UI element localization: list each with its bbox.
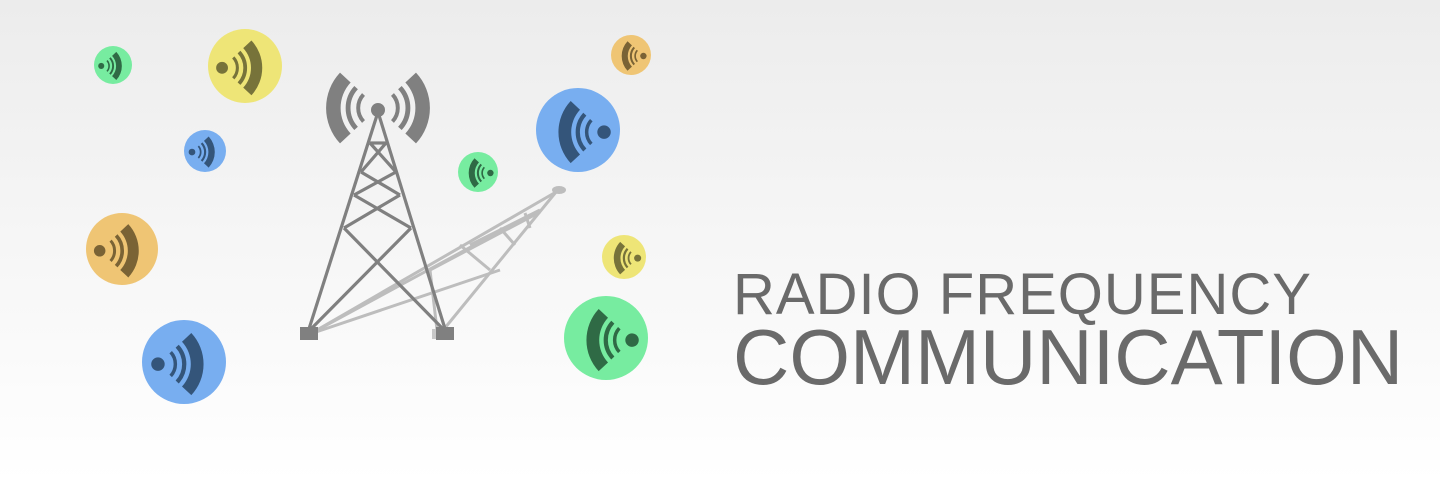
tower-wave-icon	[390, 72, 430, 144]
wifi-signal-icon	[458, 152, 498, 192]
tower-wave-icon	[326, 72, 366, 144]
wifi-signal-icon	[611, 35, 651, 75]
signal-bubbles	[86, 29, 651, 404]
wifi-signal-icon	[602, 235, 646, 279]
radio-tower-icon	[300, 103, 454, 340]
wifi-signal-icon	[86, 213, 158, 285]
wifi-signal-icon	[208, 29, 282, 103]
tower-signal-waves	[326, 72, 430, 144]
wifi-signal-icon	[184, 130, 226, 172]
wifi-signal-icon	[94, 46, 132, 84]
radio-illustration	[86, 29, 651, 404]
wifi-signal-icon	[564, 296, 648, 380]
title-line-1: RADIO FREQUENCY	[733, 262, 1312, 327]
wifi-signal-icon	[142, 320, 226, 404]
tower-shadow	[309, 186, 566, 339]
wifi-signal-icon	[536, 88, 620, 172]
title-line-2: COMMUNICATION	[733, 313, 1404, 401]
